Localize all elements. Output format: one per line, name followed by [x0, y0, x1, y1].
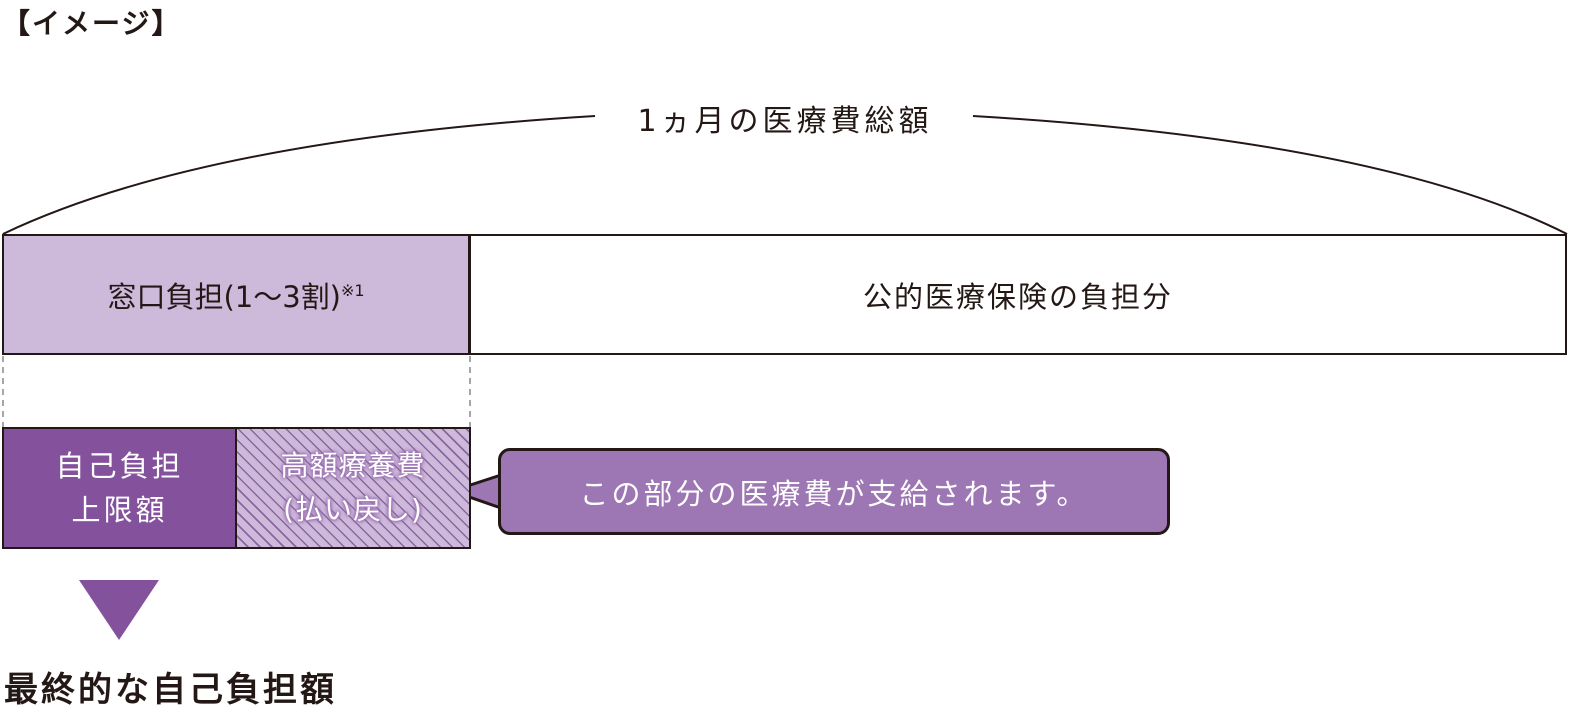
- self-pay-limit-line2: 上限額: [71, 493, 168, 527]
- high-cost-line1: 高額療養費: [280, 449, 426, 482]
- window-payment-label: 窓口負担(1〜3割): [107, 279, 341, 314]
- brace-right-curve: [972, 115, 1568, 235]
- brace-left-curve: [2, 115, 596, 235]
- callout-bubble: この部分の医療費が支給されます。: [498, 448, 1170, 535]
- public-insurance-label: 公的医療保険の負担分: [862, 279, 1173, 314]
- down-triangle-icon: [79, 580, 159, 640]
- high-cost-line2: (払い戻し): [283, 493, 423, 526]
- final-self-pay-label: 最終的な自己負担額: [4, 670, 337, 710]
- public-insurance-box: 公的医療保険の負担分: [469, 234, 1567, 355]
- high-cost-refund-box: 高額療養費 (払い戻し): [235, 427, 471, 549]
- total-medical-cost-label: 1ヵ月の医療費総額: [637, 104, 933, 139]
- window-payment-box: 窓口負担(1〜3割)※1: [2, 234, 470, 355]
- image-tag-heading: 【イメージ】: [2, 7, 182, 40]
- self-pay-limit-box: 自己負担 上限額: [2, 427, 237, 549]
- footnote-mark: ※1: [340, 281, 365, 300]
- callout-text: この部分の医療費が支給されます。: [579, 476, 1089, 511]
- self-pay-limit-line1: 自己負担: [55, 449, 184, 483]
